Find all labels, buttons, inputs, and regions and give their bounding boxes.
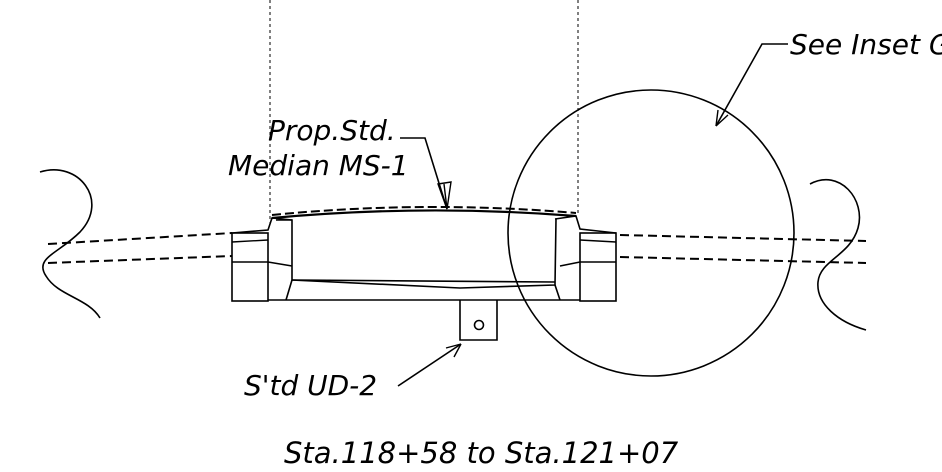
right-curb [554,215,617,302]
median-label-line2: Median MS-1 [228,149,409,182]
break-symbol-right [809,178,867,331]
dashed-profile-lower [47,255,867,264]
underdrain-leader [397,343,462,387]
inset-label: See Inset G [790,28,942,61]
median-label-line1: Prop.Std. [268,114,396,147]
median-top-dashed [271,205,577,216]
station-range-label: Sta.118+58 to Sta.121+07 [284,436,679,470]
median-arrowhead [437,181,452,210]
underdrain-pipe [473,319,485,331]
underdrain-box [459,300,498,341]
underdrain-arrowhead [445,343,462,358]
dashed-profile-upper [47,232,867,245]
underdrain-label: S'td UD-2 [244,369,377,402]
median-base-line [291,279,556,283]
left-curb [231,217,293,302]
break-symbol-left [39,169,101,319]
median-top-solid [271,209,577,220]
inset-arrowhead [715,109,729,127]
inset-circle [507,89,795,377]
median-body [276,218,557,289]
median-leader [400,137,448,210]
inset-leader [715,43,788,127]
